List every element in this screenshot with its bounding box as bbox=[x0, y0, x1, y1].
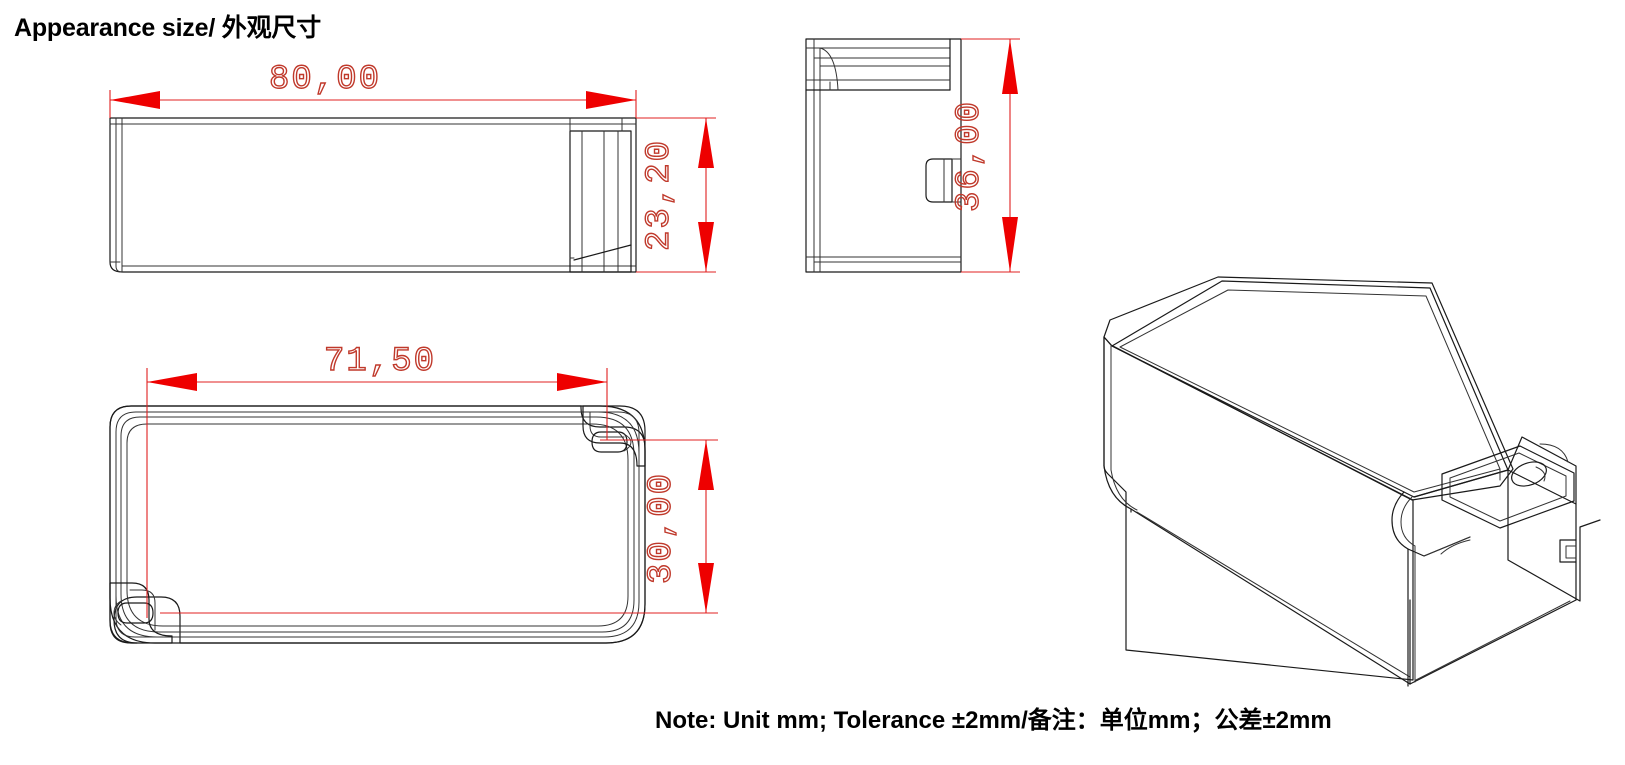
dim-80-00: 80,00 bbox=[109, 60, 637, 118]
dim-30-00: 30,00 bbox=[160, 439, 718, 614]
dim-80-00-label: 80,00 bbox=[269, 61, 381, 99]
page-title: Appearance size/ 外观尺寸 bbox=[14, 14, 322, 42]
dim-71-50-label: 71,50 bbox=[324, 343, 436, 381]
isometric-3d-view bbox=[1103, 276, 1601, 687]
dim-23-20: 23,20 bbox=[636, 117, 716, 273]
dim-71-50: 71,50 bbox=[146, 342, 608, 618]
dim-36-00: 36,00 bbox=[950, 38, 1020, 273]
dim-23-20-label: 23,20 bbox=[641, 139, 679, 251]
side-elevation-view bbox=[805, 38, 962, 273]
dim-36-00-label: 36,00 bbox=[951, 100, 989, 212]
note-text: Note: Unit mm; Tolerance ±2mm/备注：单位mm；公差… bbox=[655, 707, 1332, 734]
bottom-plan-view bbox=[109, 405, 646, 644]
dim-30-00-label: 30,00 bbox=[643, 472, 681, 584]
front-elevation-view bbox=[109, 117, 637, 273]
